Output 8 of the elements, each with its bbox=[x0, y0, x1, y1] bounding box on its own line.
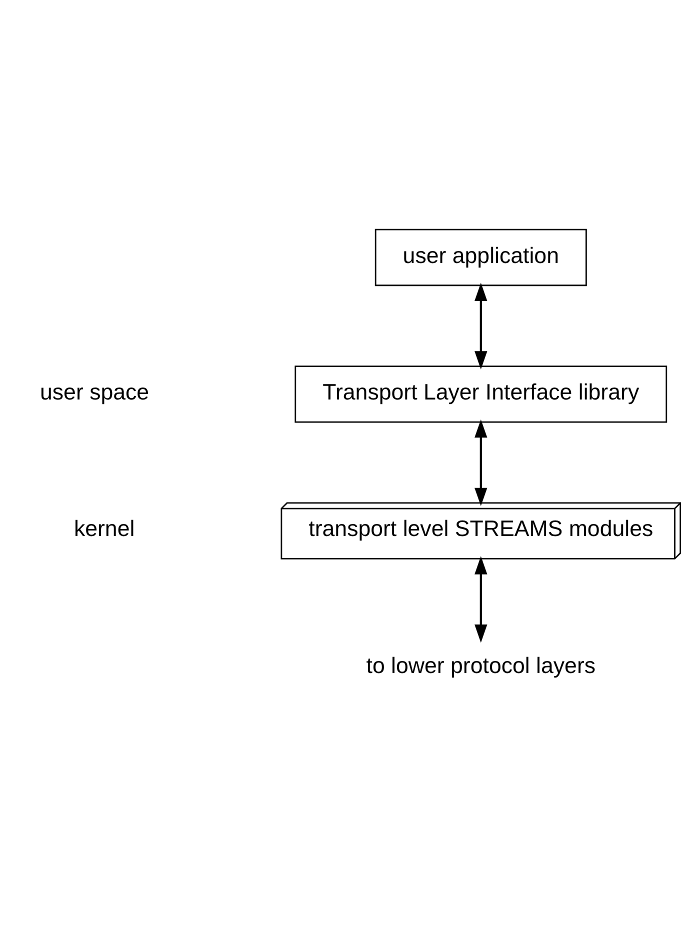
node-box: Transport Layer Interface library bbox=[294, 366, 668, 423]
node-text: to lower protocol layers bbox=[366, 652, 596, 678]
label: user space bbox=[40, 379, 150, 404]
label: kernel bbox=[74, 516, 135, 542]
arrow bbox=[474, 282, 488, 370]
node-box: user application bbox=[374, 228, 587, 286]
arrow bbox=[474, 419, 488, 506]
arrow bbox=[474, 556, 488, 643]
